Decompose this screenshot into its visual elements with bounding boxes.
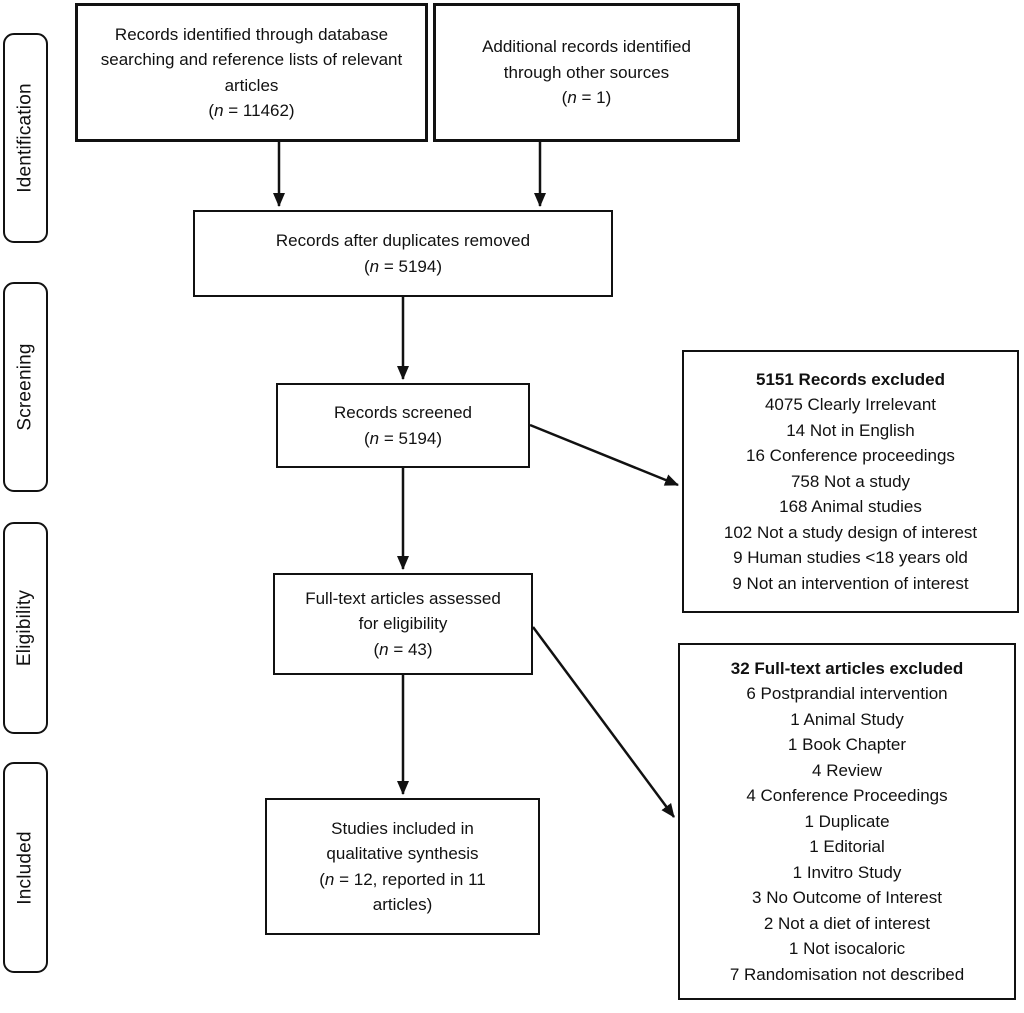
- stage-screening: Screening: [3, 282, 48, 492]
- excluded-item: 2 Not a diet of interest: [763, 913, 931, 933]
- excluded-item: 6 Postprandial intervention: [746, 684, 948, 704]
- stage-label: Included: [14, 830, 36, 905]
- box-text: Studies included in qualitative synthesi…: [326, 818, 479, 864]
- excluded-item: 1 Book Chapter: [787, 735, 907, 755]
- box-text: Records screened: [334, 403, 472, 422]
- excluded-list: 6 Postprandial intervention 1 Animal Stud…: [730, 681, 964, 987]
- excluded-item: 4 Review: [812, 760, 882, 780]
- excluded-item: 1 Duplicate: [804, 811, 890, 831]
- box-additional-records: Additional records identified through ot…: [433, 3, 740, 142]
- box-text: Additional records identified through ot…: [482, 37, 691, 82]
- stage-identification: Identification: [3, 33, 48, 243]
- excluded-list: 4075 Clearly Irrelevant 14 Not in English…: [724, 392, 977, 596]
- stage-label: Eligibility: [14, 589, 36, 667]
- excluded-item: 1 Not isocaloric: [788, 939, 906, 959]
- excluded-item: 4075 Clearly Irrelevant: [764, 395, 936, 415]
- box-records-identified-database: Records identified through database sear…: [75, 3, 428, 142]
- excluded-item: 1 Animal Study: [790, 709, 904, 729]
- excluded-item: 1 Editorial: [809, 837, 885, 857]
- arrow-fulltext-to-excluded: [531, 626, 676, 818]
- arrow-screened-to-excluded: [529, 423, 679, 487]
- excluded-item: 3 No Outcome of Interest: [752, 888, 942, 908]
- box-text: Records identified through database sear…: [100, 24, 403, 95]
- box-studies-included: Studies included in qualitative synthesi…: [265, 798, 540, 935]
- box-count: (n = 11462): [208, 101, 295, 120]
- box-fulltext-excluded: 32 Full-text articles excluded 6 Postpra…: [678, 643, 1016, 1000]
- excluded-item: 7 Randomisation not described: [729, 964, 965, 984]
- excluded-item: 758 Not a study: [790, 471, 911, 491]
- box-records-screened: Records screened (n = 5194): [276, 383, 530, 468]
- box-text: Full-text articles assessed for eligibil…: [305, 588, 501, 634]
- excluded-item: 1 Invitro Study: [792, 862, 902, 882]
- stage-eligibility: Eligibility: [3, 522, 48, 734]
- box-records-excluded: 5151 Records excluded 4075 Clearly Irrel…: [682, 350, 1019, 613]
- excluded-item: 168 Animal studies: [779, 497, 922, 517]
- box-count: (n = 12, reported in 11 articles): [319, 869, 486, 915]
- box-count: (n = 5194): [364, 428, 442, 448]
- stage-label: Screening: [14, 343, 36, 431]
- excluded-heading: 32 Full-text articles excluded: [730, 658, 964, 678]
- excluded-heading: 5151 Records excluded: [756, 369, 945, 389]
- excluded-item: 9 Not an intervention of interest: [732, 573, 969, 593]
- box-count: (n = 43): [373, 639, 433, 659]
- stage-included: Included: [3, 762, 48, 973]
- stage-label: Identification: [14, 83, 36, 193]
- excluded-item: 9 Human studies <18 years old: [733, 548, 968, 568]
- excluded-item: 4 Conference Proceedings: [746, 786, 948, 806]
- excluded-item: 14 Not in English: [786, 420, 915, 440]
- box-count: (n = 5194): [364, 256, 442, 276]
- excluded-item: 16 Conference proceedings: [746, 446, 955, 466]
- box-count: (n = 1): [561, 88, 612, 108]
- box-fulltext-assessed: Full-text articles assessed for eligibil…: [273, 573, 533, 675]
- box-duplicates-removed: Records after duplicates removed (n = 51…: [193, 210, 613, 297]
- excluded-item: 102 Not a study design of interest: [723, 522, 978, 542]
- box-text: Records after duplicates removed: [275, 231, 531, 250]
